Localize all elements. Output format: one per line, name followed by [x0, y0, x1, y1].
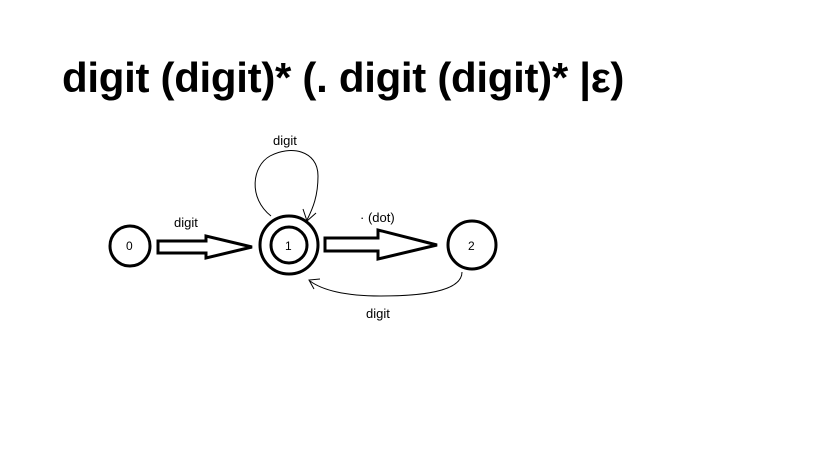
state-2: 2: [446, 219, 498, 271]
state-1: 1: [258, 214, 320, 276]
state-0-label: 0: [126, 239, 133, 253]
transition-1-1-label: digit: [273, 133, 297, 148]
transition-1-2-label: · (dot): [360, 210, 395, 225]
state-1-label: 1: [285, 239, 292, 253]
transition-2-1-curve: [308, 271, 463, 297]
state-2-label: 2: [468, 239, 475, 253]
transition-2-1-label: digit: [366, 306, 390, 321]
transition-0-1-arrow: [156, 234, 253, 260]
state-0: 0: [108, 224, 152, 268]
transition-1-2-arrow: [323, 228, 438, 261]
transition-1-1-loop: [254, 150, 319, 222]
transition-0-1-label: digit: [174, 215, 198, 230]
regex-title: digit (digit)* (. digit (digit)* |ε): [62, 54, 625, 101]
